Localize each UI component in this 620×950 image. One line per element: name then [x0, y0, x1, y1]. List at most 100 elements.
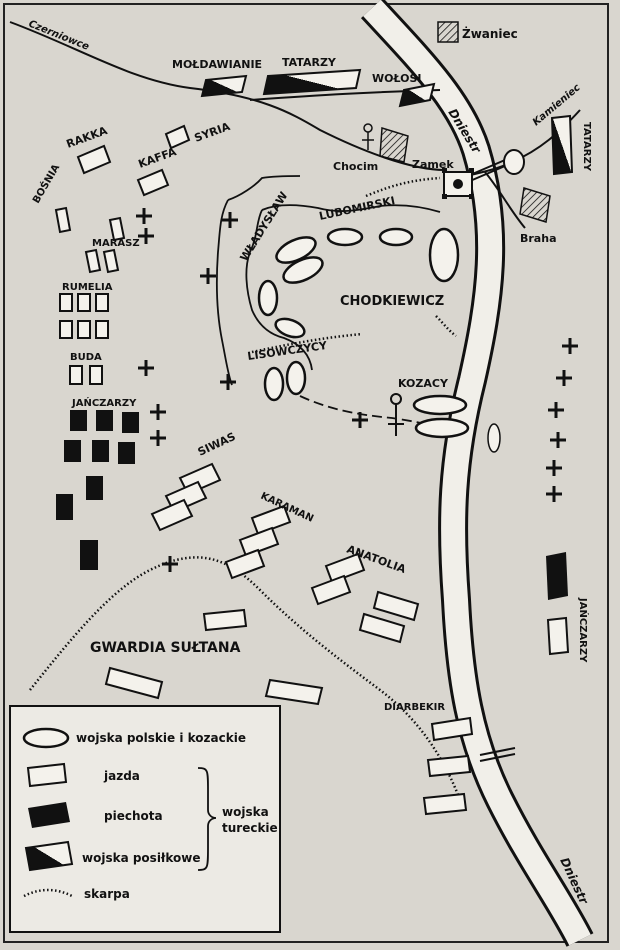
polish-unit [326, 227, 364, 247]
cavalry-unit [136, 168, 170, 197]
auxiliary-unit [262, 68, 362, 96]
infantry-unit [92, 440, 109, 462]
svg-text:wojska: wojska [222, 805, 269, 819]
cavalry-unit [238, 526, 280, 558]
battle-marker-icon [550, 432, 566, 448]
cavalry-unit [430, 716, 474, 742]
infantry-unit [80, 540, 98, 570]
battle-marker-icon [556, 370, 572, 386]
battle-marker-icon [136, 208, 152, 224]
polish-forces [257, 227, 470, 439]
cavalry-unit [422, 792, 468, 816]
bridge-upper [469, 149, 525, 182]
label-diarbekir: DIARBEKIR [384, 702, 445, 713]
cavalry-unit [358, 612, 406, 644]
legend: wojska polskie i kozackie jazda piechota… [9, 705, 281, 933]
infantry-unit [70, 410, 87, 431]
label-jancarzy-east: JAŃCZARZY [577, 597, 590, 663]
infantry-unit [546, 552, 568, 600]
cavalry-unit [250, 504, 292, 536]
legend-escarpment: skarpa [23, 887, 130, 901]
cavalry-unit [150, 498, 194, 532]
cavalry-unit [77, 320, 91, 339]
polish-unit [378, 227, 414, 247]
cavalry-unit [546, 616, 570, 656]
auxiliary-unit [550, 114, 574, 176]
battle-marker-icon [220, 374, 236, 390]
label-tatarzy-east: TATARZY [581, 122, 592, 172]
battle-marker-icon [222, 212, 238, 228]
polish-unit [263, 366, 285, 402]
map-frame [3, 3, 609, 943]
cavalry-unit [426, 754, 472, 778]
battle-marker-icon [150, 404, 166, 420]
svg-text:piechota: piechota [104, 809, 163, 823]
town-chocim: Chocim [333, 123, 409, 173]
label-kozacy: KOZACY [398, 377, 449, 390]
cavalry-unit [95, 320, 109, 339]
battle-marker-icon [138, 360, 154, 376]
town-zwaniec: Żwaniec [437, 21, 518, 43]
town-braha: Braha [519, 187, 557, 245]
label-moldawianie: MOŁDAWIANIE [172, 58, 262, 71]
label-rumelia: RUMELIA [62, 282, 113, 293]
dniestr-river: Dniestr Dniestr [360, 0, 594, 947]
battle-marker-icon [546, 486, 562, 502]
auxiliary-unit [200, 74, 248, 98]
label-marasz: MARASZ [92, 238, 140, 249]
castle-zamek: Zamek [412, 158, 474, 199]
infantry-unit [86, 476, 103, 500]
label-buda: BUDA [70, 352, 102, 363]
polish-unit [412, 394, 468, 416]
legend-infantry: piechota [28, 802, 163, 828]
label-jancarzy: JAŃCZARZY [71, 396, 137, 409]
svg-text:Braha: Braha [520, 232, 557, 245]
svg-text:Chocim: Chocim [333, 160, 378, 173]
cavalry-unit [104, 666, 164, 700]
kozacy-standard-icon [388, 393, 404, 436]
svg-text:Zamek: Zamek [412, 158, 454, 171]
legend-auxiliary: wojska posiłkowe [24, 840, 201, 872]
svg-text:jazda: jazda [103, 769, 140, 783]
cavalry-unit [372, 590, 420, 622]
cavalry-unit [59, 320, 73, 339]
auxiliary-unit [398, 82, 436, 108]
cavalry-unit [264, 678, 324, 706]
cavalry-unit [108, 216, 126, 242]
battle-marker-icon [162, 556, 178, 572]
polish-unit [257, 279, 279, 317]
cavalry-unit [164, 124, 191, 150]
cavalry-unit [77, 293, 91, 312]
battle-marker-icon [352, 412, 368, 428]
svg-text:skarpa: skarpa [84, 887, 130, 901]
battle-marker-icon [562, 338, 578, 354]
svg-text:wojska posiłkowe: wojska posiłkowe [82, 851, 201, 865]
label-wolosi: WOŁOSI [372, 72, 422, 85]
cavalry-unit [84, 248, 102, 274]
cavalry-unit [224, 548, 266, 580]
battle-marker-icon [200, 268, 216, 284]
legend-polish: wojska polskie i kozackie [22, 727, 246, 749]
infantry-unit [64, 440, 81, 462]
svg-text:Żwaniec: Żwaniec [462, 26, 518, 41]
cavalry-unit [76, 144, 112, 175]
polish-unit [414, 417, 470, 439]
polish-unit [285, 360, 307, 396]
battle-markers [136, 208, 578, 572]
cavalry-unit [324, 552, 366, 584]
svg-text:wojska polskie i kozackie: wojska polskie i kozackie [76, 731, 246, 745]
infantry-unit [96, 410, 113, 431]
cavalry-unit [59, 293, 73, 312]
cavalry-unit [102, 248, 120, 274]
polish-unit [428, 227, 460, 283]
infantry-unit [118, 442, 135, 464]
escarpment-lines [29, 176, 462, 801]
legend-cavalry: jazda [26, 762, 140, 788]
polish-unit [282, 256, 324, 284]
bridge-lower [479, 747, 516, 762]
legend-turkish-bracket: wojska tureckie [197, 767, 278, 871]
cavalry-unit [54, 206, 72, 234]
cavalry-unit [69, 365, 83, 385]
cavalry-unit [95, 293, 109, 312]
